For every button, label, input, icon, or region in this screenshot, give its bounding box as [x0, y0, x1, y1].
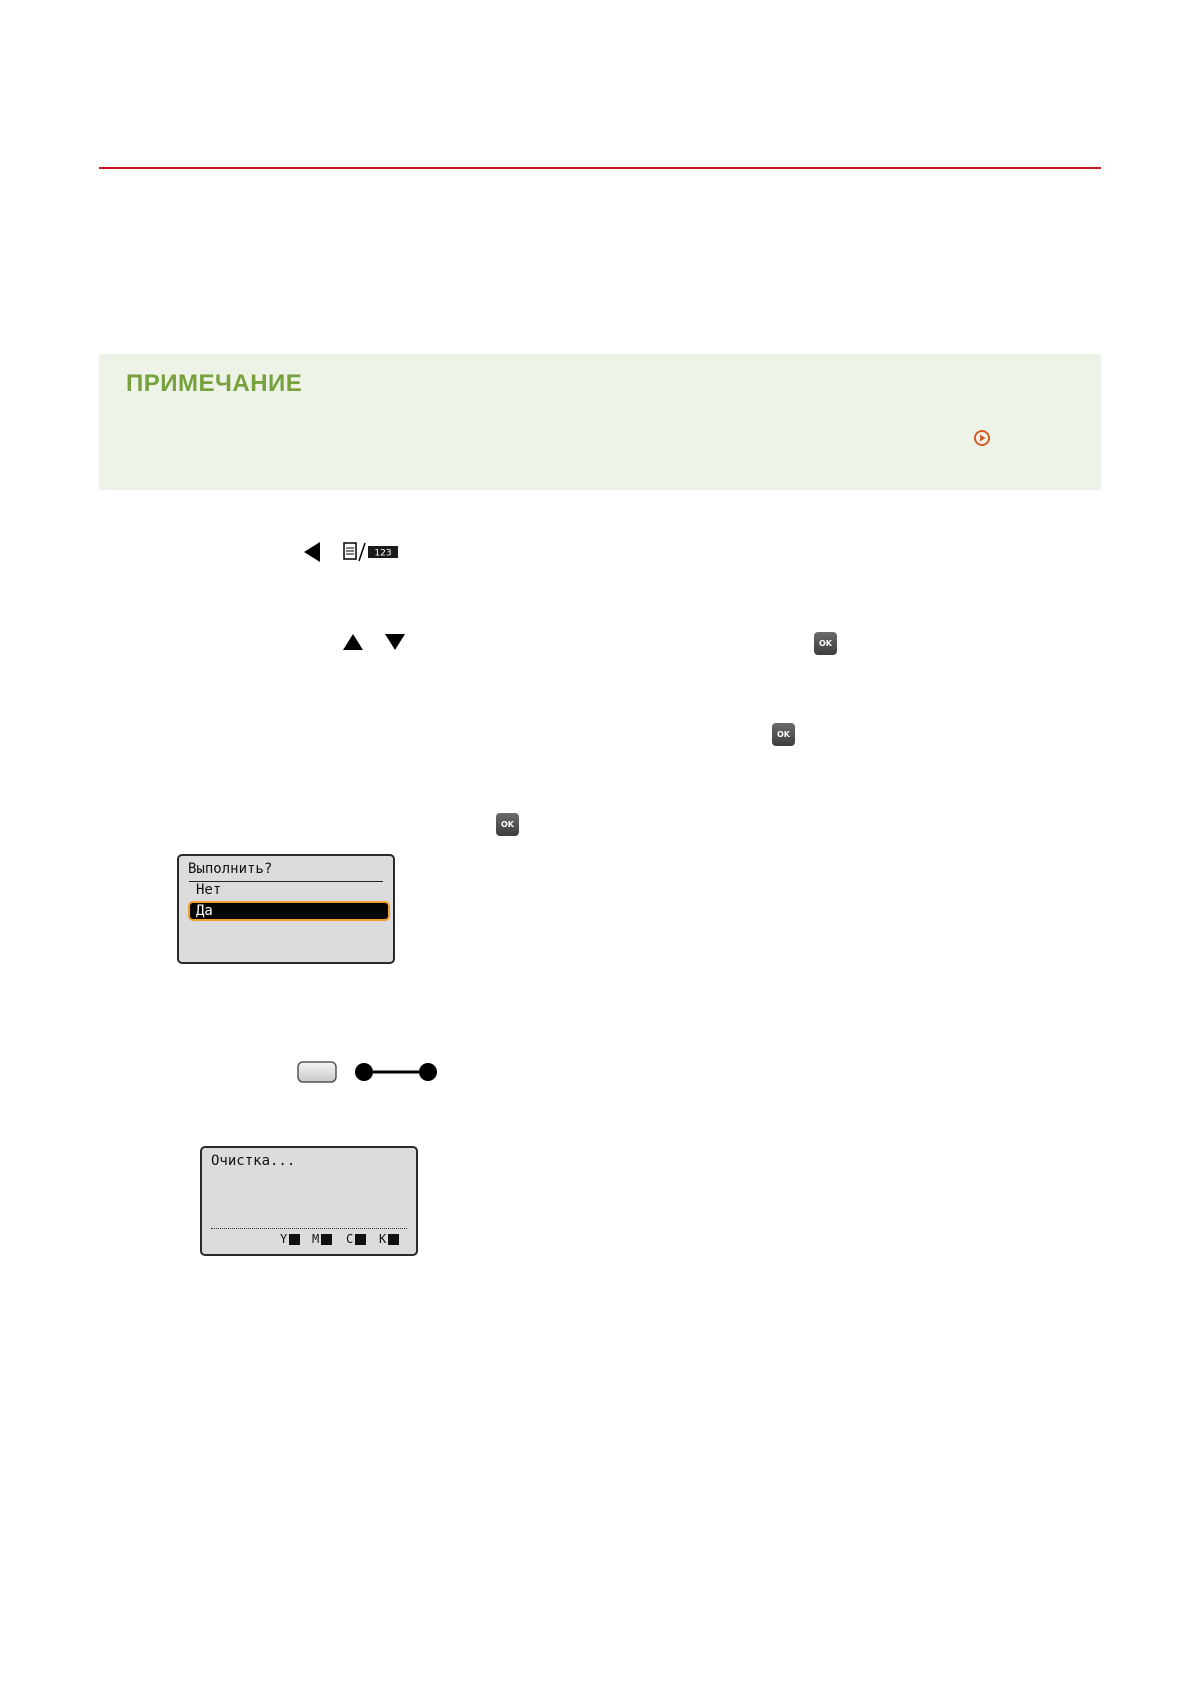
lcd-confirm-screen: Выполнить? Нет Да [177, 854, 395, 964]
option-no[interactable]: Нет [196, 882, 222, 898]
toner-k-label: K [379, 1232, 387, 1246]
header-divider [189, 881, 383, 882]
ok-button-icon[interactable]: OK [496, 813, 519, 836]
status-divider [211, 1228, 407, 1229]
toner-c: C [346, 1232, 367, 1246]
ok-button-icon[interactable]: OK [814, 632, 837, 655]
option-yes-selected[interactable]: Да [188, 901, 390, 921]
online-indicator-icon [355, 1063, 437, 1081]
link-arrow-icon[interactable] [973, 429, 991, 447]
menu-counter-digits: 123 [374, 549, 391, 559]
left-arrow-icon[interactable] [302, 540, 322, 564]
section-divider [99, 167, 1101, 169]
ok-button-icon[interactable]: OK [772, 723, 795, 746]
menu-counter-icon[interactable]: 123 [342, 541, 400, 563]
note-box: ПРИМЕЧАНИЕ [99, 354, 1101, 490]
cleaning-message: Очистка... [211, 1153, 296, 1169]
toner-y-label: Y [280, 1232, 288, 1246]
down-arrow-icon[interactable] [384, 632, 406, 652]
toner-c-label: C [346, 1232, 354, 1246]
power-button-icon[interactable] [296, 1060, 338, 1084]
toner-k-level [388, 1234, 400, 1245]
lcd-cleaning-screen: Очистка... Y M C K [200, 1146, 418, 1256]
toner-y-level [289, 1234, 301, 1245]
toner-m-label: M [312, 1232, 320, 1246]
toner-c-level [355, 1234, 367, 1245]
toner-m-level [321, 1234, 333, 1245]
toner-k: K [379, 1232, 400, 1246]
note-title: ПРИМЕЧАНИЕ [126, 370, 303, 397]
screen-header: Выполнить? [188, 861, 273, 877]
toner-y: Y [280, 1232, 301, 1246]
up-arrow-icon[interactable] [342, 632, 364, 652]
toner-m: M [312, 1232, 333, 1246]
